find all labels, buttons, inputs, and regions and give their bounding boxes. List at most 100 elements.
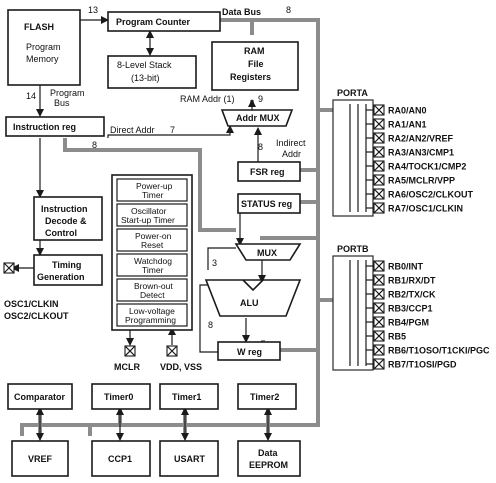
svg-text:Watchdog: Watchdog — [134, 256, 172, 266]
portb-pin-label: RB6/T1OSO/T1CKI/PGC — [388, 346, 490, 356]
indirect-addr-label-2: Addr — [282, 149, 301, 159]
porta-pin-4: RA4/TOCK1/CMP2 — [366, 160, 466, 172]
flash-block: FLASH Program Memory — [7, 9, 81, 86]
mclr-label: MCLR — [114, 362, 140, 372]
timer2-block: Timer2 — [237, 383, 297, 410]
timer2-label: Timer2 — [250, 392, 279, 402]
mclr-pin-icon — [124, 345, 136, 357]
bus-width-8-left: 8 — [92, 140, 97, 150]
portb-pin-0: RB0/INT — [366, 260, 424, 272]
bus-width-13: 13 — [88, 5, 98, 15]
bus-width-14: 14 — [26, 91, 36, 101]
svg-text:Programming: Programming — [125, 315, 176, 325]
status-reg-label: STATUS reg — [241, 199, 292, 209]
flash-label-2: Program — [26, 42, 61, 52]
control-item-brown-out-detect: Brown-out Detect — [116, 278, 188, 302]
control-group-block: Power-up Timer Oscillator Start-up Timer… — [111, 174, 193, 331]
control-lines — [11, 16, 272, 441]
control-item-oscillator-start-up-timer: Oscillator Start-up Timer — [116, 203, 188, 227]
instruction-decode-label: Instruction — [41, 204, 88, 214]
svg-text:Timer: Timer — [142, 265, 164, 275]
ram-label-3: Registers — [230, 72, 271, 82]
porta-pin-0: RA0/AN0 — [366, 104, 427, 116]
program-bus-label: Program — [50, 88, 85, 98]
porta-pin-label: RA0/AN0 — [388, 106, 427, 116]
control-item-power-on-reset: Power-on Reset — [116, 228, 188, 252]
portb-pin-label: RB5 — [388, 332, 406, 342]
fsr-reg-label: FSR reg — [250, 167, 285, 177]
porta-pin-6: RA6/OSC2/CLKOUT — [366, 188, 474, 200]
portb-pin-label: RB3/CCP1 — [388, 304, 433, 314]
data-eeprom-label: Data — [258, 448, 279, 458]
portb-pin-4: RB4/PGM — [366, 316, 429, 328]
portb-pin-label: RB1/RX/DT — [388, 276, 436, 286]
bus-width-9: 9 — [258, 94, 263, 104]
porta-pin-label: RA1/AN1 — [388, 120, 427, 130]
svg-text:Power-up: Power-up — [136, 181, 173, 191]
portb-pin-6: RB6/T1OSO/T1CKI/PGC — [366, 344, 490, 356]
portb-pin-label: RB0/INT — [388, 262, 424, 272]
control-item-power-up-timer: Power-up Timer — [116, 178, 188, 202]
flash-label-3: Memory — [26, 54, 59, 64]
porta-pin-7: RA7/OSC1/CLKIN — [366, 202, 463, 214]
porta-pin-label: RA2/AN2/VREF — [388, 134, 454, 144]
control-item-low-voltage-programming: Low-voltage Programming — [116, 303, 188, 327]
data-eeprom-block: Data EEPROM — [237, 440, 301, 477]
portb-pin-2: RB2/TX/CK — [366, 288, 436, 300]
svg-text:Detect: Detect — [140, 290, 165, 300]
porta-pin-3: RA3/AN3/CMP1 — [366, 146, 454, 158]
timer0-block: Timer0 — [91, 383, 151, 410]
ram-block: RAM File Registers — [211, 41, 299, 91]
portb-block — [332, 255, 374, 371]
svg-text:Start-up Timer: Start-up Timer — [121, 215, 175, 225]
portb-pin-3: RB3/CCP1 — [366, 302, 433, 314]
data-bus-label: Data Bus — [222, 7, 261, 17]
ram-addr-label: RAM Addr (1) — [180, 94, 235, 104]
addr-mux-label: Addr MUX — [236, 113, 280, 123]
portb-pin-label: RB4/PGM — [388, 318, 429, 328]
stack-label-2: (13-bit) — [131, 73, 160, 83]
fsr-reg-block: FSR reg — [237, 161, 301, 182]
vdd-vss-label: VDD, VSS — [160, 362, 202, 372]
portb-pin-1: RB1/RX/DT — [366, 274, 436, 286]
control-item-watchdog-timer: Watchdog Timer — [116, 253, 188, 277]
svg-text:Power-on: Power-on — [135, 231, 172, 241]
w-reg-label: W reg — [237, 347, 262, 357]
svg-text:Low-voltage: Low-voltage — [129, 306, 175, 316]
porta-pin-label: RA6/OSC2/CLKOUT — [388, 190, 474, 200]
svg-text:Reset: Reset — [141, 240, 164, 250]
instruction-reg-label: Instruction reg — [13, 122, 76, 132]
w-reg-block: W reg — [217, 341, 281, 361]
vdd-vss-pin-icon — [166, 345, 178, 357]
data-eeprom-label-2: EEPROM — [249, 460, 288, 470]
comparator-label: Comparator — [14, 392, 66, 402]
osc2-label: OSC2/CLKOUT — [4, 311, 69, 321]
stack-block: 8-Level Stack (13-bit) — [107, 55, 197, 89]
addr-mux-block: Addr MUX — [220, 109, 294, 127]
timer1-label: Timer1 — [172, 392, 201, 402]
indirect-addr-label: Indirect — [276, 138, 306, 148]
portb-label: PORTB — [337, 244, 369, 254]
svg-text:Timer: Timer — [142, 190, 164, 200]
comparator-block: Comparator — [7, 383, 73, 410]
instruction-reg-block: Instruction reg — [5, 116, 105, 137]
vref-block: VREF — [11, 440, 69, 477]
program-counter-block: Program Counter — [107, 11, 221, 32]
portb-pin-5: RB5 — [366, 330, 406, 342]
alu-label: ALU — [240, 298, 259, 308]
porta-pin-label: RA7/OSC1/CLKIN — [388, 204, 463, 214]
program-bus-label-2: Bus — [54, 98, 70, 108]
svg-text:Oscillator: Oscillator — [131, 206, 167, 216]
vref-label: VREF — [28, 454, 53, 464]
portb-pin-label: RB2/TX/CK — [388, 290, 436, 300]
usart-block: USART — [159, 440, 219, 477]
porta-pin-label: RA5/MCLR/VPP — [388, 176, 455, 186]
porta-pin-5: RA5/MCLR/VPP — [366, 174, 455, 186]
instruction-decode-block: Instruction Decode & Control — [33, 196, 103, 241]
porta-pin-label: RA4/TOCK1/CMP2 — [388, 162, 466, 172]
alu-block: ALU — [204, 279, 302, 317]
mux-block: MUX — [234, 243, 302, 261]
porta-pin-label: RA3/AN3/CMP1 — [388, 148, 454, 158]
